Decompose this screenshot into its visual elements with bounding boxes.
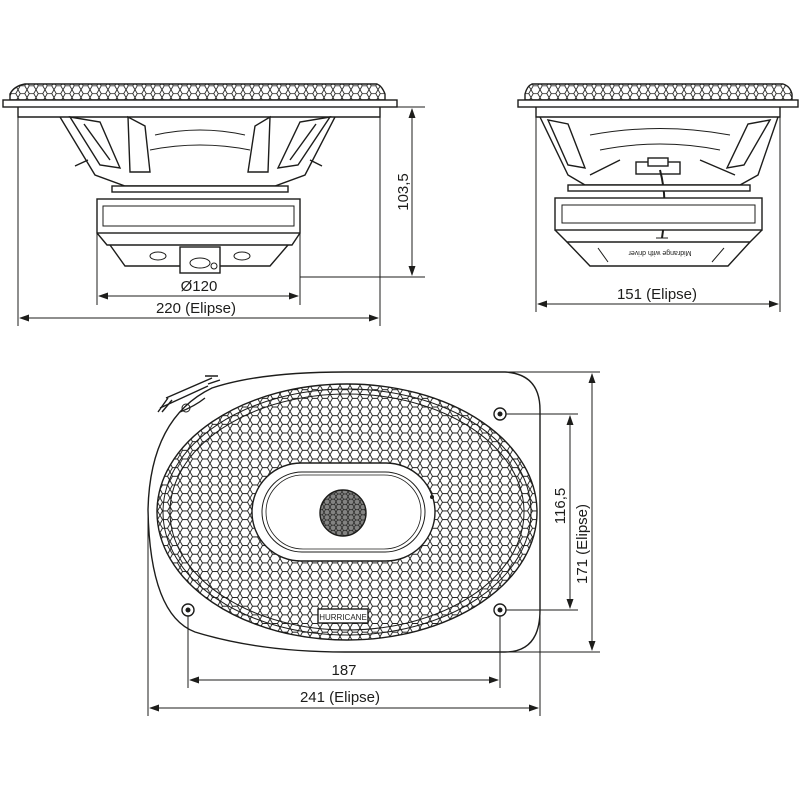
- height-top-label: 171 (Elipse): [574, 504, 591, 584]
- dimension-depth: 103,5: [300, 106, 425, 278]
- dimension-magnet-diameter: Ø120: [96, 233, 301, 305]
- dimension-mount-vertical: 116,5: [506, 413, 578, 611]
- width-side-label: 151 (Elipse): [617, 286, 697, 303]
- dimension-width-top: 241 (Elipse): [147, 510, 541, 716]
- right-side-view: Midrange with driver: [517, 83, 799, 267]
- dimension-width-side: 151 (Elipse): [535, 117, 781, 312]
- magnet-label: Midrange with driver: [628, 249, 692, 256]
- depth-label: 103,5: [395, 173, 412, 211]
- width-front-label: 220 (Elipse): [156, 300, 236, 317]
- front-side-view: [2, 83, 398, 274]
- dimension-width-front: 220 (Elipse): [17, 117, 381, 326]
- brand-label: HURRICANE: [319, 613, 367, 622]
- dimension-mount-horizontal: 187: [187, 616, 501, 688]
- top-view: HURRICANE: [147, 371, 541, 653]
- mount-vertical-label: 116,5: [552, 488, 569, 524]
- dimension-height-top: 171 (Elipse): [505, 371, 600, 653]
- magnet-diameter-label: Ø120: [181, 278, 218, 295]
- width-top-label: 241 (Elipse): [300, 689, 380, 706]
- mount-horizontal-label: 187: [331, 662, 356, 679]
